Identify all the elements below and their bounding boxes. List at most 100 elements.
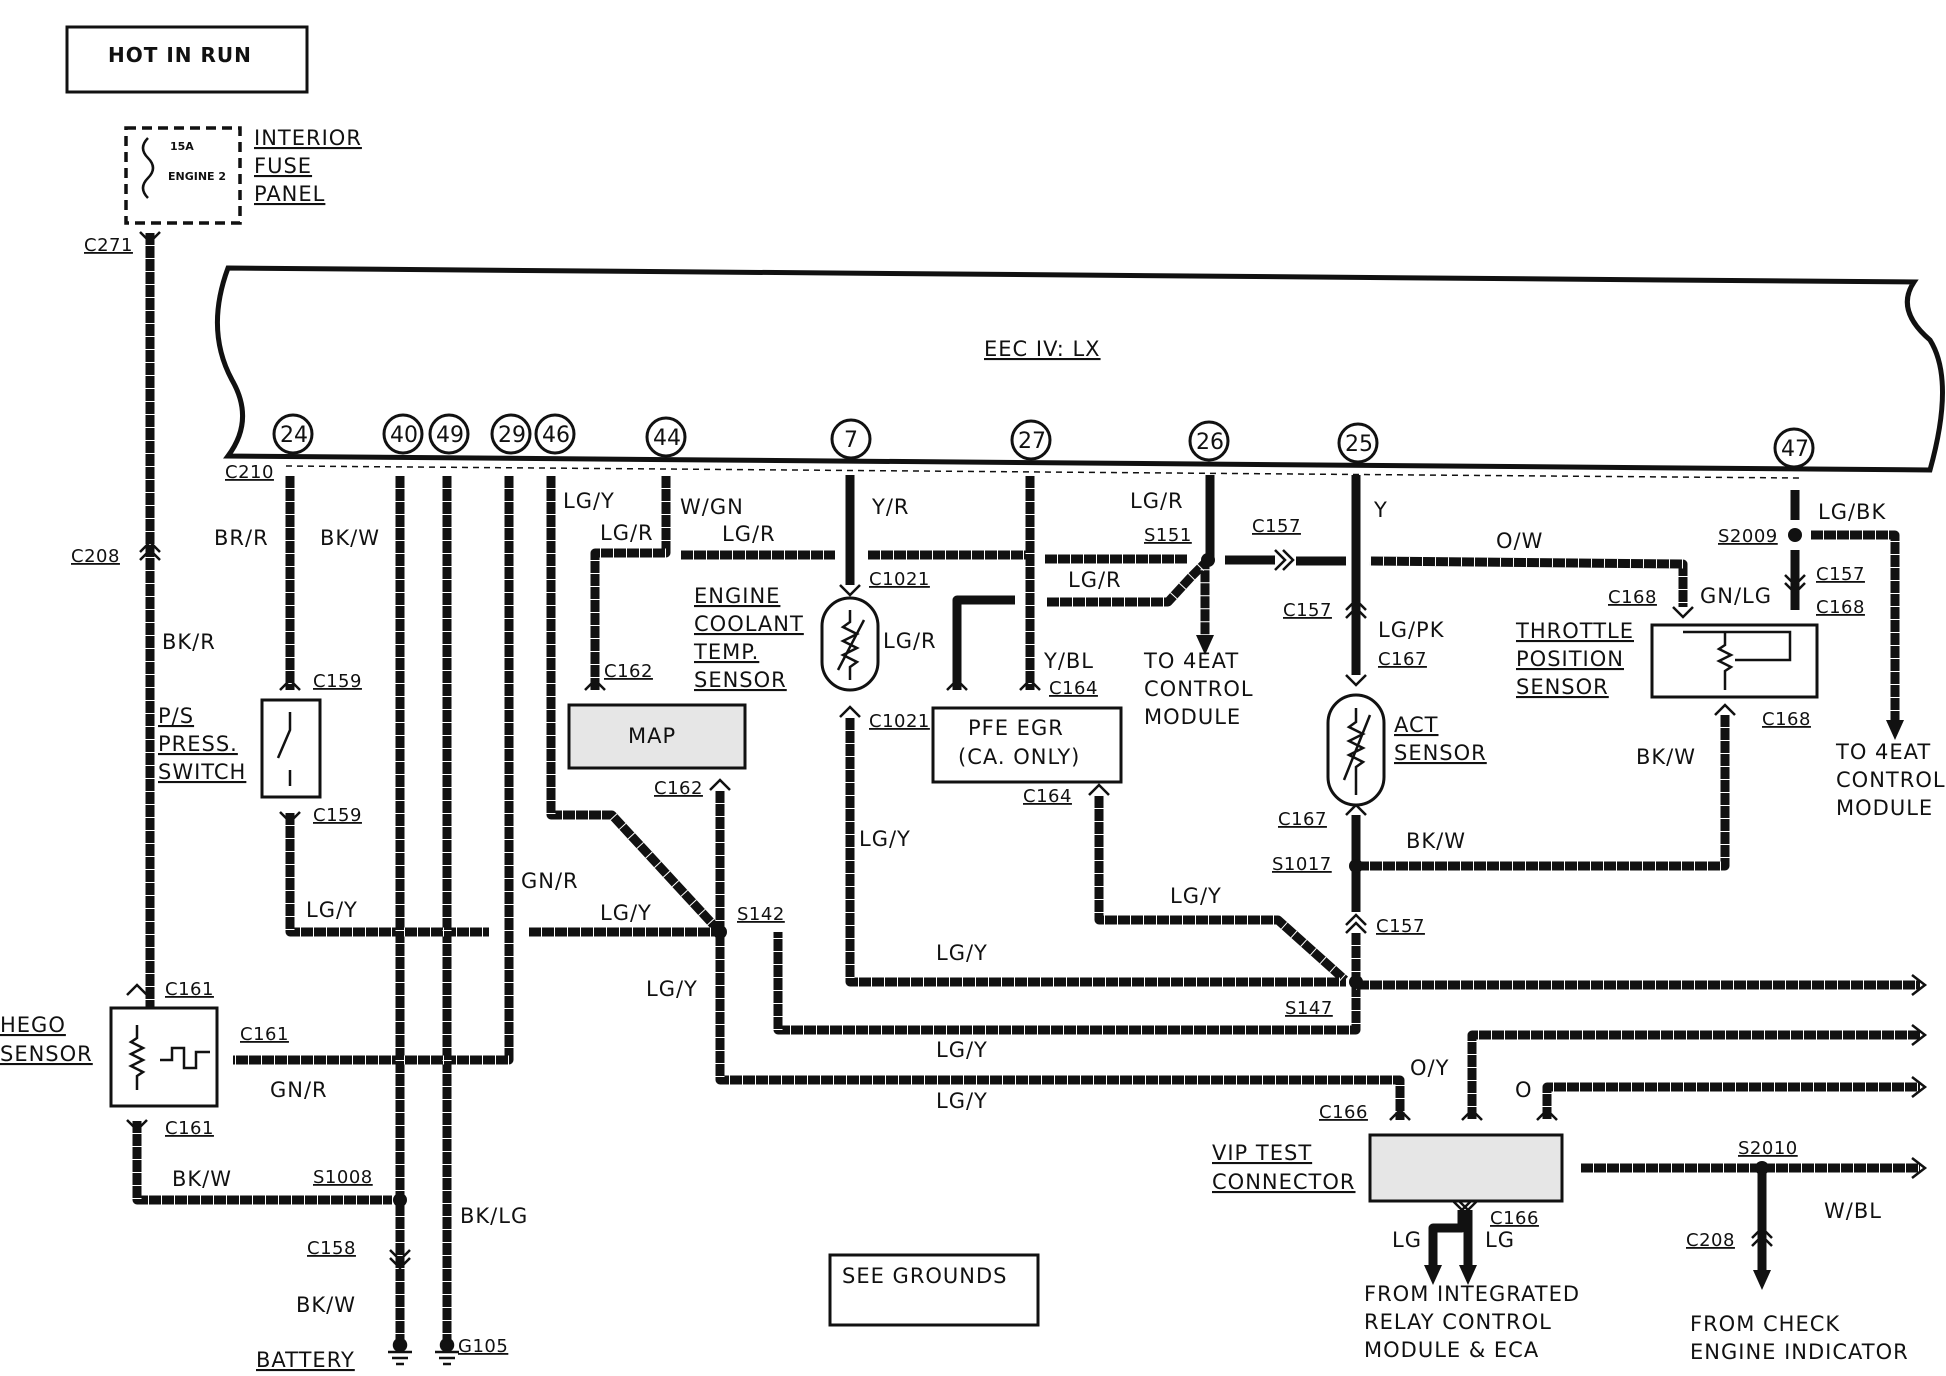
- vip-label-1: VIP TEST: [1212, 1141, 1312, 1165]
- wire-o-y: O/Y: [1410, 1056, 1449, 1080]
- label-c166-bot: C166: [1490, 1208, 1539, 1229]
- wire-lg-bk: LG/BK: [1818, 500, 1886, 524]
- wire-bk-lg: BK/LG: [460, 1204, 528, 1228]
- wire-lg-y-e: LG/Y: [936, 1089, 988, 1113]
- wire-gn-lg: GN/LG: [1700, 584, 1772, 608]
- ect-label-3: TEMP.: [693, 640, 759, 664]
- to-4eat-a-3: MODULE: [1144, 705, 1241, 729]
- hego-sensor: HEGO SENSOR: [0, 1006, 219, 1108]
- to-4eat-b-3: MODULE: [1836, 796, 1933, 820]
- splice-s151: [1201, 553, 1215, 567]
- pin-40: [382, 413, 424, 455]
- pin-26: [1188, 420, 1230, 462]
- wire-bk-r: BK/R: [162, 630, 216, 654]
- label-c161-top: C161: [165, 979, 214, 1000]
- ps-switch-label-1: P/S: [158, 704, 194, 728]
- label-c161-bot: C161: [165, 1118, 214, 1139]
- wire-bk-w-act: BK/W: [1406, 829, 1466, 853]
- oxygen-element-icon: [160, 1046, 210, 1070]
- ect-label-2: COOLANT: [694, 612, 804, 636]
- map-sensor-body: [567, 703, 747, 770]
- pin-49: [428, 413, 470, 455]
- pin-27-label: 27: [1018, 429, 1046, 454]
- label-c164-bot: C164: [1023, 786, 1072, 807]
- wire-gn-r-b: GN/R: [270, 1078, 328, 1102]
- splice-s2009: [1788, 528, 1802, 542]
- fuse-panel-label-1: INTERIOR: [254, 126, 362, 150]
- fuse-rating: 15A: [170, 140, 194, 153]
- destination-labels: TO 4EAT CONTROL MODULE TO 4EAT CONTROL M…: [256, 649, 1945, 1372]
- see-grounds-label: SEE GROUNDS: [842, 1264, 1008, 1288]
- label-s1017: S1017: [1272, 854, 1332, 875]
- label-c167-top: C167: [1378, 649, 1427, 670]
- label-c271: C271: [84, 235, 133, 256]
- label-c1021-bot: C1021: [869, 711, 930, 732]
- splice-s2010: [1755, 1161, 1769, 1175]
- wire-y-bl: Y/BL: [1043, 649, 1094, 673]
- switch-icon: [276, 712, 292, 786]
- wire-lg-pk: LG/PK: [1378, 618, 1445, 642]
- to-4eat-a-1: TO 4EAT: [1143, 649, 1239, 673]
- eec-module: EEC IV: LX: [214, 265, 1945, 479]
- see-grounds-box: SEE GROUNDS: [828, 1253, 1040, 1327]
- eec-module-name: EEC IV: LX: [984, 337, 1101, 361]
- tps-body: [1650, 623, 1819, 699]
- splice-s1017: [1349, 859, 1363, 873]
- label-s142: S142: [737, 904, 785, 925]
- wires: [132, 232, 1920, 1345]
- hot-in-run-box: HOT IN RUN: [65, 25, 309, 94]
- ect-label-4: SENSOR: [694, 668, 787, 692]
- hego-label-1: HEGO: [0, 1013, 66, 1037]
- pin-27: [1010, 419, 1052, 461]
- throttle-position-sensor: THROTTLE POSITION SENSOR: [1515, 619, 1819, 699]
- tps-label-1: THROTTLE: [1515, 619, 1634, 643]
- label-s2010: S2010: [1738, 1138, 1798, 1159]
- to-4eat-a-2: CONTROL: [1144, 677, 1254, 701]
- ps-press-switch: P/S PRESS. SWITCH: [158, 698, 322, 799]
- connector-chevrons: [126, 231, 1806, 1270]
- label-c157-a: C157: [1252, 516, 1301, 537]
- wire-bk-w-hego: BK/W: [172, 1167, 232, 1191]
- hego-label-2: SENSOR: [0, 1042, 93, 1066]
- label-s2009: S2009: [1718, 526, 1778, 547]
- pfe-egr-label-1: PFE EGR: [968, 716, 1064, 740]
- wire-lg-r-e: LG/R: [1068, 568, 1122, 592]
- wire-lg-b: LG: [1485, 1228, 1515, 1252]
- arrow-from-relay-b: [1459, 1265, 1477, 1285]
- arrow-to-4eat-b: [1886, 720, 1904, 740]
- pin-49-label: 49: [436, 423, 464, 448]
- from-relay-2: RELAY CONTROL: [1364, 1310, 1552, 1334]
- wire-o: O: [1515, 1078, 1533, 1102]
- fuse-panel-label-3: PANEL: [254, 182, 325, 206]
- wire-lg-r-d: LG/R: [1130, 489, 1184, 513]
- act-label-2: SENSOR: [1394, 741, 1487, 765]
- pin-46: [534, 413, 576, 455]
- label-c210: C210: [225, 462, 274, 483]
- label-c168-a: C168: [1608, 587, 1657, 608]
- label-c157-c: C157: [1376, 916, 1425, 937]
- wire-bk-w-batt: BK/W: [296, 1293, 356, 1317]
- splice-s142: [713, 925, 727, 939]
- pin-46-label: 46: [542, 423, 570, 448]
- wire-br-r: BR/R: [214, 526, 269, 550]
- splice-s1008: [393, 1193, 407, 1207]
- heater-resistor-icon: [128, 1025, 146, 1090]
- pin-47: [1773, 427, 1815, 469]
- map-sensor: MAP: [567, 703, 747, 770]
- pin-7: [830, 418, 872, 460]
- wire-lg-y-s142: LG/Y: [600, 901, 652, 925]
- arrow-right-2: [1911, 1024, 1928, 1046]
- arrow-right-3: [1911, 1076, 1928, 1098]
- pfe-egr-body: [931, 706, 1123, 784]
- label-c162-bot: C162: [654, 778, 703, 799]
- vip-label-2: CONNECTOR: [1212, 1170, 1356, 1194]
- from-relay-3: MODULE & ECA: [1364, 1338, 1539, 1362]
- label-c208-left: C208: [71, 546, 120, 567]
- fuse: 15A ENGINE 2 INTERIOR FUSE PANEL: [124, 126, 362, 225]
- label-c168-c: C168: [1762, 709, 1811, 730]
- eec-module-outline: [214, 265, 1945, 473]
- g105-ground-dot: [439, 1337, 455, 1353]
- wire-bk-w-top: BK/W: [320, 526, 380, 550]
- pin-29: [490, 413, 532, 455]
